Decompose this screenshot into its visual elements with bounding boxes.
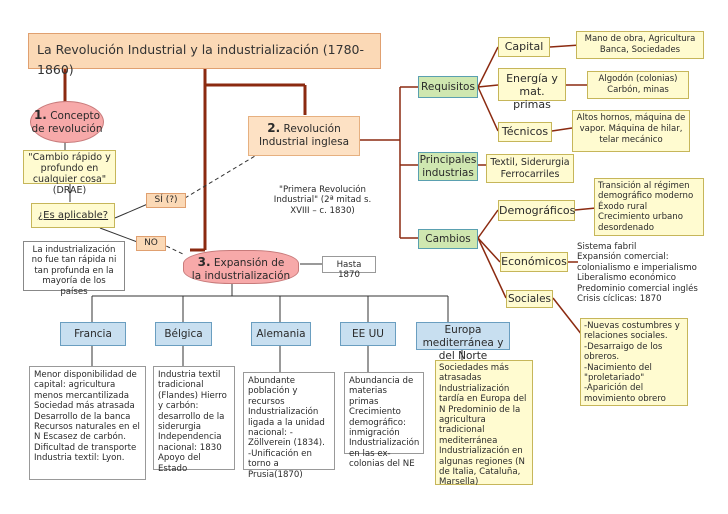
map-title: La Revolución Industrial y la industrial…	[28, 33, 381, 77]
tecnicos-desc: Altos hornos, máquina de vapor. Máquina …	[572, 110, 690, 152]
sociales-desc: -Nuevas costumbres y relaciones sociales…	[580, 318, 688, 406]
hasta-1870: Hasta 1870	[322, 256, 376, 280]
textil-node: Textil, Siderurgia Ferrocarriles	[486, 154, 574, 183]
country-belgica: Bélgica	[155, 322, 212, 346]
concepto-sub: de revolución	[31, 123, 103, 135]
country-europa: Europa mediterránea y del Norte	[416, 322, 510, 362]
demograficos-item: Transición al régimen demográfico modern…	[598, 181, 694, 202]
sociales-node: Sociales	[506, 290, 553, 308]
drae-quote: "Cambio rápido y profundo en cualquier c…	[23, 150, 116, 196]
economicos-item: Sistema fabril	[577, 242, 637, 252]
expansion-num: 3.	[197, 255, 211, 269]
energia-desc: Algodón (colonias) Carbón, minas	[587, 71, 689, 99]
inglesa-num: 2.	[267, 121, 281, 135]
primera-revolucion: "Primera Revolución Industrial" (2ª mita…	[266, 182, 379, 219]
principales-node: Principales industrias	[418, 152, 478, 181]
cambios-node: Cambios	[418, 229, 478, 249]
expansion-sub: la industrialización	[191, 270, 291, 282]
economicos-item: Expansión comercial: colonialismo e impe…	[577, 252, 697, 273]
country-francia: Francia	[60, 322, 126, 346]
demograficos-desc: Transición al régimen demográfico modern…	[594, 178, 704, 236]
expansion-node: 3. Expansión de la industrialización	[183, 250, 299, 284]
concepto-num: 1.	[33, 108, 47, 122]
economicos-item: Crisis cíclicas: 1870	[577, 294, 662, 305]
inglesa-node: 2. Revolución Industrial inglesa	[248, 116, 360, 156]
country-eeuu: EE UU	[340, 322, 396, 346]
tecnicos-node: Técnicos	[498, 122, 552, 142]
inglesa-sub: Industrial inglesa	[258, 136, 350, 148]
economicos-item: Predominio comercial inglés	[577, 283, 698, 294]
europa-desc: Sociedades más atrasadas Industrializaci…	[435, 360, 533, 487]
economicos-item: Liberalismo económico	[577, 273, 677, 284]
concepto-node: 1. Concepto de revolución	[30, 101, 104, 143]
alemania-desc: Abundante población y recursos Industria…	[243, 372, 335, 480]
aplicable-question: ¿Es aplicable?	[31, 203, 115, 228]
sociales-item: -Aparición del movimiento obrero	[584, 383, 666, 404]
capital-node: Capital	[498, 37, 550, 57]
no-explanation: La industrialización no fue tan rápida n…	[23, 241, 125, 297]
inglesa-label: Revolución	[283, 123, 341, 135]
requisitos-node: Requisitos	[418, 76, 478, 98]
concepto-label: Concepto	[50, 110, 101, 122]
eeuu-desc: Abundancia de materias primas Crecimient…	[344, 372, 424, 469]
belgica-desc: Industria textil tradicional (Flandes) H…	[153, 366, 235, 474]
no-tag: NO	[136, 236, 166, 251]
country-alemania: Alemania	[251, 322, 311, 346]
francia-desc: Menor disponibilidad de capital: agricul…	[29, 366, 146, 480]
demograficos-node: Demográficos	[498, 200, 575, 221]
sociales-item: -Nacimiento del "proletariado"	[584, 362, 652, 384]
sociales-item: -Nuevas costumbres y relaciones sociales…	[584, 321, 680, 342]
capital-desc: Mano de obra, Agricultura Banca, Socieda…	[576, 31, 704, 59]
expansion-label: Expansión de	[213, 257, 285, 269]
economicos-node: Económicos	[500, 252, 568, 272]
energia-node: Energía y mat. primas	[498, 68, 566, 111]
demograficos-item: Crecimiento urbano desordenado	[598, 212, 684, 233]
sociales-item: -Desarraigo de los obreros.	[584, 341, 663, 363]
demograficos-item: Éxodo rural	[598, 201, 648, 212]
si-tag: SÍ (?)	[146, 193, 186, 208]
